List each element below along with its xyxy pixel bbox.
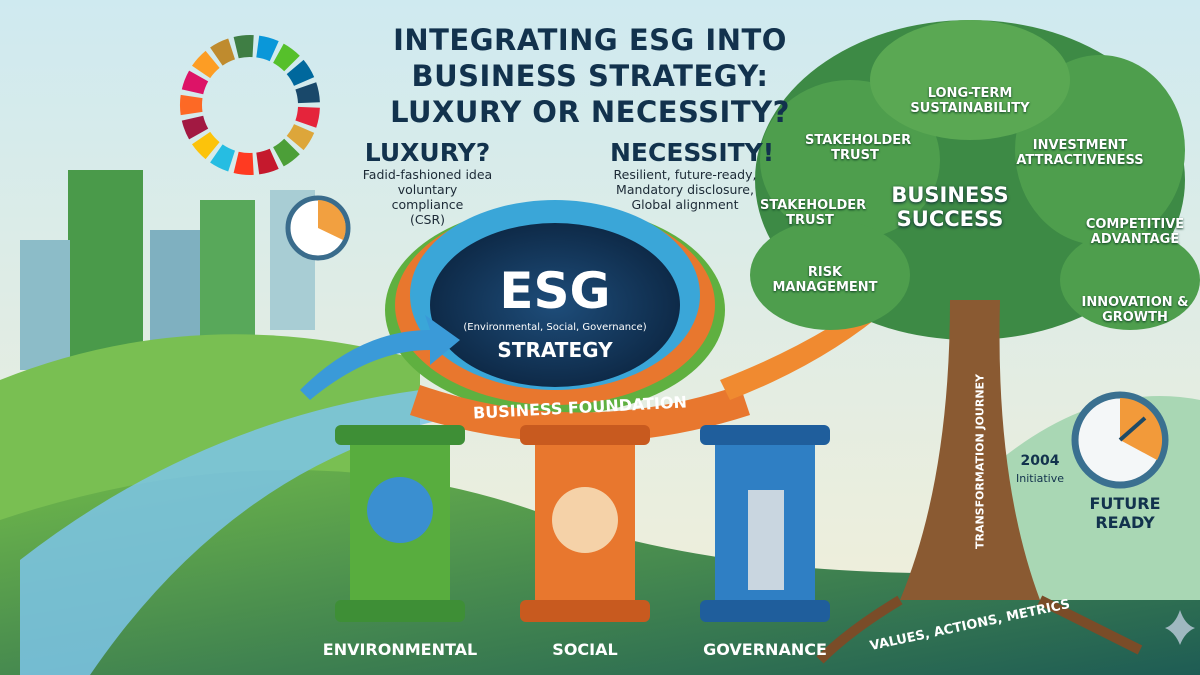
sdg-wheel-segment xyxy=(286,59,315,86)
sdg-wheel-segment xyxy=(256,148,279,175)
sdg-wheel-segment xyxy=(192,131,220,160)
sdg-wheel-segment xyxy=(273,138,300,167)
luxury-line: voluntary compliance xyxy=(391,182,464,212)
timeline-label: Initiative xyxy=(1015,472,1065,485)
future-ready-clock-icon xyxy=(1071,391,1169,489)
business-success-label: BUSINESS SUCCESS xyxy=(891,183,1009,231)
luxury-block: LUXURY? Fadid-fashioned idea voluntary c… xyxy=(360,138,495,227)
title-line-1: INTEGRATING ESG INTO xyxy=(393,23,787,57)
title-line-3: LUXURY OR NECESSITY? xyxy=(390,95,790,129)
necessity-line: Mandatory disclosure, xyxy=(616,182,754,197)
luxury-line: (CSR) xyxy=(409,212,446,227)
sdg-wheel-segment xyxy=(233,35,254,59)
page-title: INTEGRATING ESG INTO BUSINESS STRATEGY: … xyxy=(330,22,850,130)
leaf-innovation-growth: INNOVATION & GROWTH xyxy=(1081,295,1189,325)
sdg-wheel-icon xyxy=(179,35,320,175)
sdg-wheel-segment xyxy=(210,38,235,66)
leaf-stakeholder-trust-2: STAKEHOLDER TRUST xyxy=(760,198,867,228)
necessity-line: Resilient, future-ready, xyxy=(613,167,757,182)
title-line-2: BUSINESS STRATEGY: xyxy=(411,59,769,93)
sdg-wheel-segment xyxy=(181,115,209,140)
strategy-label: STRATEGY xyxy=(497,338,613,362)
leaf-investment-attractiveness: INVESTMENT ATTRACTIVENESS xyxy=(1016,138,1144,168)
pillar-label-social: SOCIAL xyxy=(552,640,618,659)
pillar-label-environmental: ENVIRONMENTAL xyxy=(322,640,478,659)
necessity-line: Global alignment xyxy=(631,197,739,212)
necessity-heading: NECESSITY! xyxy=(610,138,775,167)
sdg-wheel-segment xyxy=(295,106,320,128)
esg-strategy-emblem xyxy=(385,200,725,415)
sdg-wheel-segment xyxy=(179,94,203,116)
leaf-competitive-advantage: COMPETITIVE ADVANTAGE xyxy=(1085,217,1185,247)
foundation-banner xyxy=(410,385,750,443)
sdg-wheel-segment xyxy=(273,43,300,72)
necessity-block: NECESSITY! Resilient, future-ready, Mand… xyxy=(610,138,775,212)
timeline-year: 2004 xyxy=(1020,453,1060,469)
pillar-governance xyxy=(700,425,830,622)
sdg-wheel-segment xyxy=(192,50,220,79)
leaf-long-term-sustainability: LONG-TERM SUSTAINABILITY xyxy=(910,86,1030,116)
future-ready-label: FUTURE READY xyxy=(1089,494,1161,532)
river xyxy=(20,390,440,675)
sdg-wheel-segment xyxy=(286,124,315,151)
sdg-wheel-segment xyxy=(181,70,209,95)
leaf-risk-management: RISK MANAGEMENT xyxy=(772,265,878,295)
transformation-journey-label: TRANSFORMATION JOURNEY xyxy=(973,373,987,550)
sdg-wheel-segment xyxy=(233,151,254,175)
esg-label: ESG xyxy=(499,262,611,320)
growth-arrow-icon xyxy=(720,230,960,400)
leaf-stakeholder-trust: STAKEHOLDER TRUST xyxy=(805,133,912,163)
sdg-wheel-segment xyxy=(210,144,235,172)
sparkle-icon xyxy=(1165,610,1195,645)
clock-icon xyxy=(285,195,351,261)
pillar-label-governance: GOVERNANCE xyxy=(703,640,827,659)
flow-arrow-icon xyxy=(300,315,460,400)
pillar-environmental xyxy=(335,425,465,622)
pillar-social xyxy=(520,425,650,622)
sdg-wheel-segment xyxy=(295,82,320,104)
luxury-line: Fadid-fashioned idea xyxy=(362,167,493,182)
esg-subtitle: (Environmental, Social, Governance) xyxy=(463,322,647,333)
sdg-wheel-segment xyxy=(256,35,279,62)
tree-of-success xyxy=(750,20,1200,664)
luxury-heading: LUXURY? xyxy=(364,138,491,167)
